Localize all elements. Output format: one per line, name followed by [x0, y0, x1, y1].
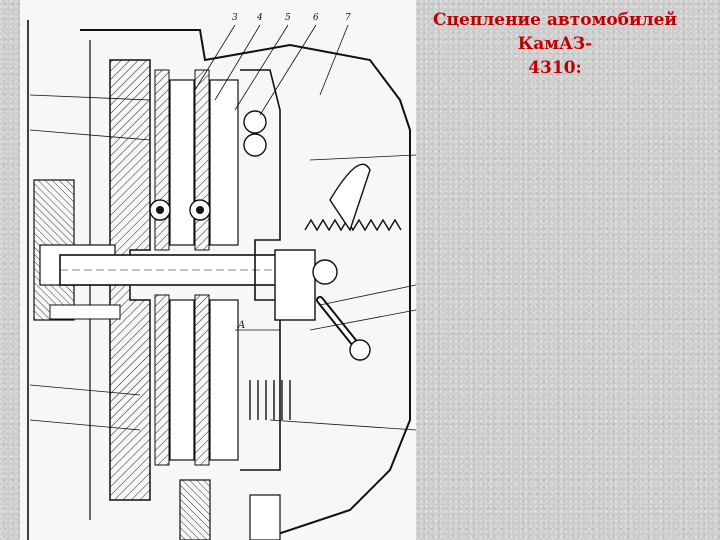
bottom-bolt: [249, 494, 281, 540]
slide-title-line-2: 4310:: [528, 58, 582, 78]
callout-leader-6: [259, 24, 317, 116]
callout-6: 6: [313, 13, 319, 23]
callout-4: 4: [256, 13, 263, 23]
right-leader-2: [319, 284, 416, 306]
damper-spring-1-core: [156, 206, 164, 214]
clutch-cross-section-drawing: A 3 4 5 6 7: [20, 0, 416, 540]
gap-a-label: A: [237, 320, 245, 331]
pressure-plate-lower: [209, 299, 239, 461]
release-fork: [329, 163, 371, 232]
driven-disc-2-lower: [194, 294, 210, 466]
left-leader-2: [29, 129, 151, 141]
return-spring: [304, 218, 402, 232]
middle-plate-upper: [169, 79, 195, 246]
right-leader-3: [309, 309, 416, 331]
lever-pivot: [349, 339, 371, 361]
pressure-spring: [249, 380, 291, 420]
bolt: [49, 304, 121, 320]
callout-5: 5: [285, 13, 291, 23]
clutch-cover: [240, 69, 281, 471]
callout-leader-3: [194, 24, 236, 91]
bottom-housing-lug: [179, 479, 211, 540]
clutch-drawing-svg: A 3 4 5 6 7: [27, 13, 416, 540]
release-sleeve: [274, 249, 316, 321]
pressure-plate-upper: [209, 79, 239, 246]
driven-disc-1-upper: [154, 69, 170, 251]
right-leader-1: [309, 154, 416, 161]
left-leader-1: [29, 94, 151, 101]
release-bearing: [312, 259, 338, 285]
release-bearing-ball-1: [243, 110, 267, 134]
callout-7: 7: [345, 13, 351, 23]
slide-title-line-1: Сцепление автомобилей КамАЗ-: [432, 10, 678, 54]
callout-leader-7: [319, 24, 349, 96]
right-leader-4: [269, 419, 416, 431]
driven-disc-2-upper: [194, 69, 210, 251]
middle-plate-lower: [169, 299, 195, 461]
callout-leader-4: [214, 24, 261, 101]
slide-title: Сцепление автомобилей КамАЗ- 4310:: [400, 8, 710, 80]
driven-disc-1-lower: [154, 294, 170, 466]
callout-leader-5: [234, 24, 289, 111]
left-leader-3: [29, 384, 141, 396]
damper-spring-2-core: [196, 206, 204, 214]
left-leader-4: [29, 419, 141, 431]
release-bearing-ball-2: [243, 133, 267, 157]
callout-3: 3: [232, 13, 238, 23]
housing-outline: [80, 29, 411, 540]
